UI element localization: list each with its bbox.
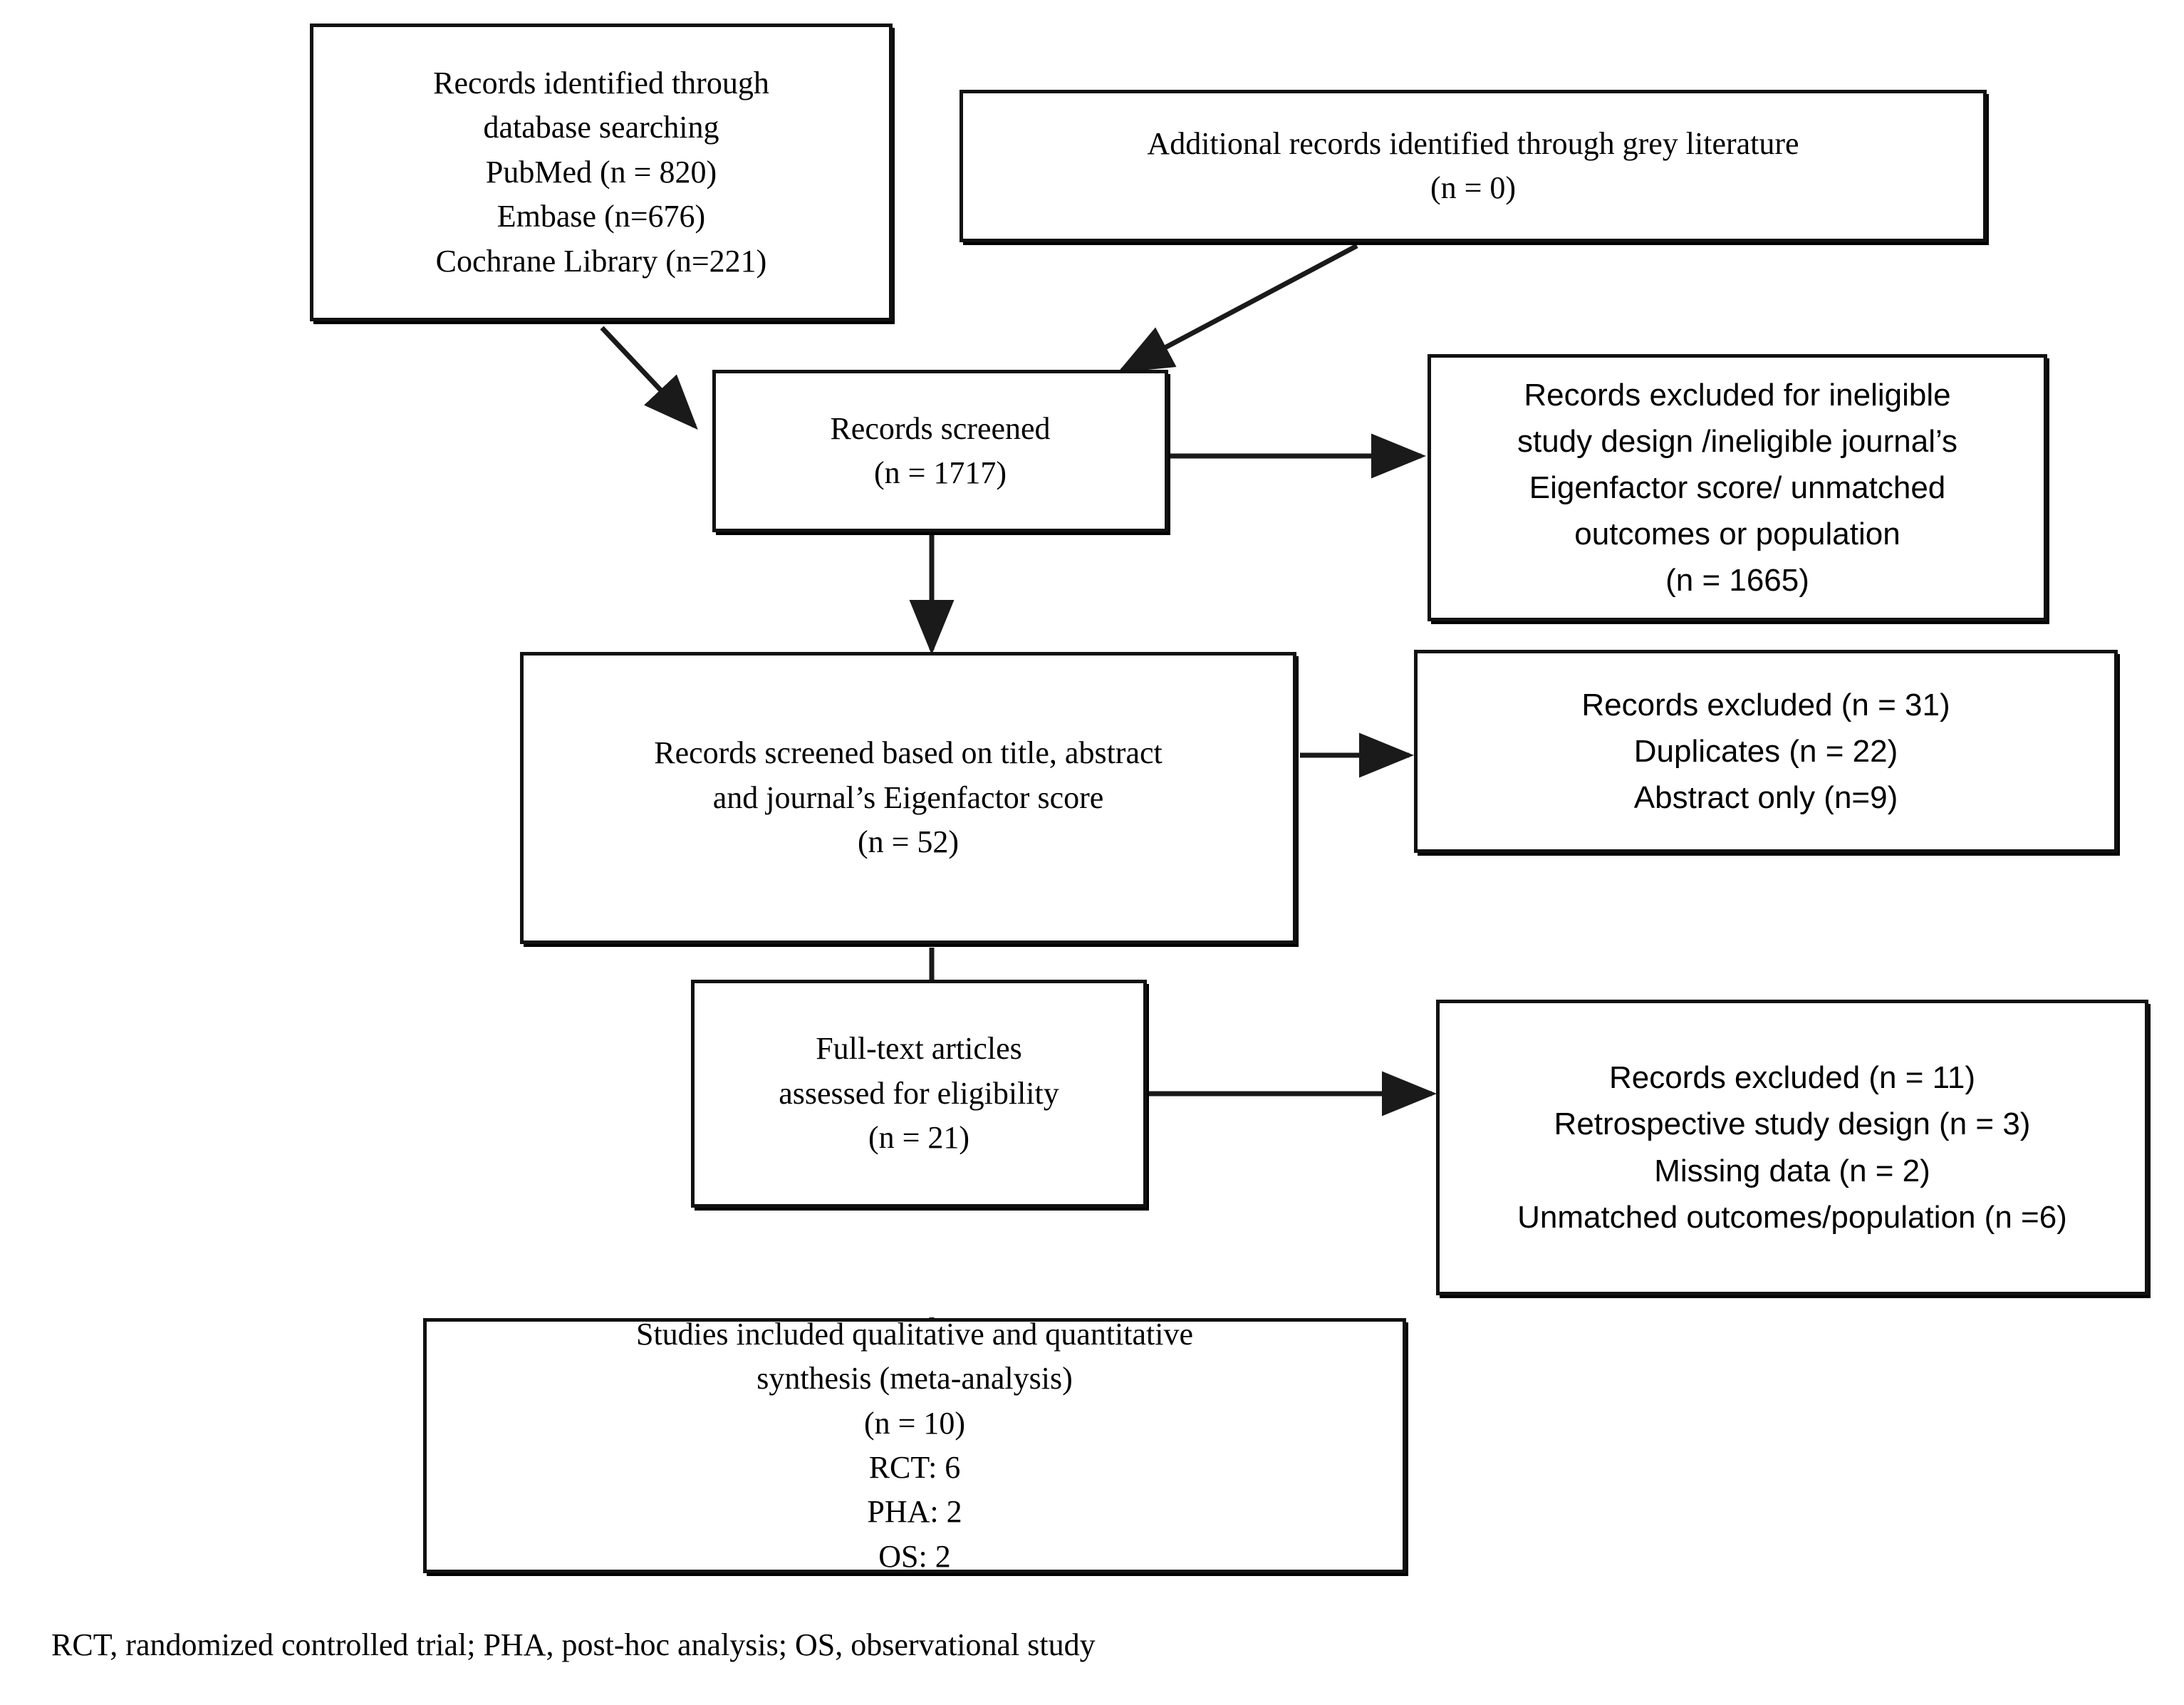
- box-line: Records excluded for ineligible: [1524, 377, 1951, 413]
- box-line: Eigenfactor score/ unmatched: [1529, 470, 1946, 505]
- box-line: (n = 1665): [1665, 563, 1809, 598]
- box-line: Abstract only (n=9): [1633, 780, 1898, 816]
- arrow-database-to-screened: [600, 326, 698, 430]
- box-line: PubMed (n = 820): [485, 154, 717, 190]
- box-line: database searching: [483, 110, 719, 145]
- box-line: Records screened: [830, 410, 1051, 446]
- box-records-screened-title-abstract: Records screened based on title, abstrac…: [520, 652, 1296, 944]
- box-line: Duplicates (n = 22): [1633, 733, 1898, 769]
- box-records-excluded-ineligible: Records excluded for ineligible study de…: [1428, 354, 2047, 621]
- box-line: Full-text articles: [816, 1031, 1022, 1067]
- box-additional-records-grey-literature: Additional records identified through gr…: [960, 90, 1987, 242]
- box-line: RCT: 6: [868, 1450, 961, 1485]
- box-line: Retrospective study design (n = 3): [1554, 1107, 2031, 1142]
- box-line: and journal’s Eigenfactor score: [712, 779, 1104, 815]
- box-line: outcomes or population: [1574, 517, 1900, 552]
- box-line: PHA: 2: [867, 1494, 962, 1530]
- box-line: Records screened based on title, abstrac…: [654, 735, 1163, 771]
- diagram-footnote: RCT, randomized controlled trial; PHA, p…: [51, 1627, 1096, 1662]
- box-line: (n = 1717): [873, 455, 1007, 490]
- box-line: Records excluded (n = 31): [1581, 687, 1950, 722]
- box-line: assessed for eligibility: [779, 1075, 1059, 1111]
- box-line: OS: 2: [878, 1538, 951, 1574]
- box-line: Records excluded (n = 11): [1608, 1060, 1975, 1096]
- box-records-excluded-duplicates: Records excluded (n = 31) Duplicates (n …: [1414, 650, 2118, 853]
- box-line: synthesis (meta-analysis): [756, 1361, 1073, 1396]
- arrow-grey-to-screened: [1117, 243, 1358, 373]
- box-line: Additional records identified through gr…: [1147, 125, 1799, 161]
- box-records-screened: Records screened (n = 1717): [712, 370, 1168, 532]
- box-line: Embase (n=676): [496, 199, 706, 234]
- box-line: (n = 21): [868, 1120, 970, 1156]
- box-fulltext-articles-assessed: Full-text articles assessed for eligibil…: [691, 980, 1147, 1208]
- box-line: Missing data (n = 2): [1654, 1153, 1930, 1188]
- box-line: study design /ineligible journal’s: [1517, 423, 1958, 459]
- box-line: (n = 0): [1430, 170, 1517, 205]
- box-line: (n = 10): [863, 1405, 966, 1441]
- box-studies-included: Studies included qualitative and quantit…: [423, 1317, 1406, 1574]
- box-records-excluded-fulltext: Records excluded (n = 11) Retrospective …: [1436, 1000, 2148, 1295]
- box-line: Studies included qualitative and quantit…: [635, 1316, 1194, 1352]
- box-line: Unmatched outcomes/population (n =6): [1517, 1199, 2067, 1235]
- box-line: (n = 52): [857, 824, 960, 860]
- box-records-identified-database: Records identified through database sear…: [310, 24, 893, 321]
- box-line: Cochrane Library (n=221): [435, 243, 767, 279]
- box-line: Records identified through: [433, 65, 769, 100]
